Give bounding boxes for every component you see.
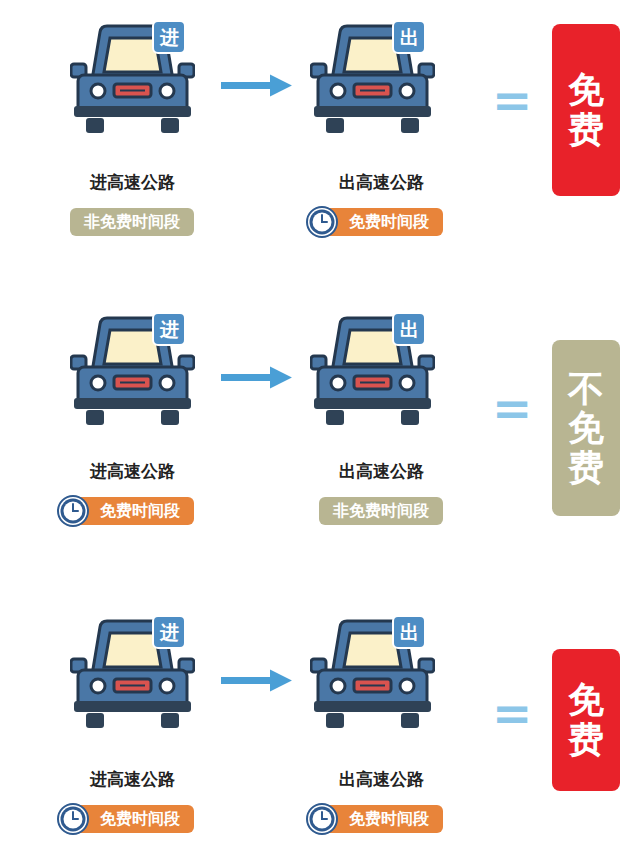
badge-label: 出	[392, 615, 426, 649]
clock-icon	[305, 802, 339, 836]
result-text: 免费	[568, 70, 604, 149]
time-pill: 进高速公路免费时间段	[70, 805, 194, 833]
caption-text: 进高速公路	[90, 171, 175, 193]
time-pill: 出高速公路非免费时间段	[319, 497, 443, 525]
caption-text: 出高速公路	[339, 171, 424, 193]
car-icon: 进	[70, 312, 195, 427]
caption-text: 出高速公路	[339, 460, 424, 482]
pill-text: 免费时间段	[100, 809, 180, 828]
result-box: 不免费	[552, 340, 620, 516]
caption-text: 进高速公路	[90, 768, 175, 790]
caption-text: 进高速公路	[90, 460, 175, 482]
pill-text: 免费时间段	[349, 212, 429, 231]
car-icon: 出	[310, 20, 435, 135]
car-icon: 进	[70, 20, 195, 135]
result-text: 不免费	[568, 369, 604, 488]
time-pill: 出高速公路免费时间段	[319, 805, 443, 833]
flow-arrow	[221, 677, 274, 684]
pill-text: 免费时间段	[349, 809, 429, 828]
time-pill: 进高速公路免费时间段	[70, 497, 194, 525]
pill-text: 非免费时间段	[84, 212, 180, 231]
equals-sign: =	[492, 383, 532, 433]
flow-arrow	[221, 374, 274, 381]
result-box: 免费	[552, 24, 620, 196]
clock-icon	[56, 802, 90, 836]
result-box: 免费	[552, 649, 620, 791]
pill-text: 免费时间段	[100, 501, 180, 520]
caption-text: 出高速公路	[339, 768, 424, 790]
car-icon: 出	[310, 312, 435, 427]
badge-label: 进	[152, 20, 186, 54]
flow-arrow	[221, 82, 274, 89]
car-icon: 进	[70, 615, 195, 730]
clock-icon	[56, 494, 90, 528]
car-icon: 出	[310, 615, 435, 730]
badge-label: 进	[152, 312, 186, 346]
badge-label: 进	[152, 615, 186, 649]
time-pill: 进高速公路非免费时间段	[70, 208, 194, 236]
badge-label: 出	[392, 20, 426, 54]
pill-text: 非免费时间段	[333, 501, 429, 520]
equals-sign: =	[492, 688, 532, 738]
badge-label: 出	[392, 312, 426, 346]
clock-icon	[305, 205, 339, 239]
time-pill: 出高速公路免费时间段	[319, 208, 443, 236]
result-text: 免费	[568, 680, 604, 759]
equals-sign: =	[492, 75, 532, 125]
